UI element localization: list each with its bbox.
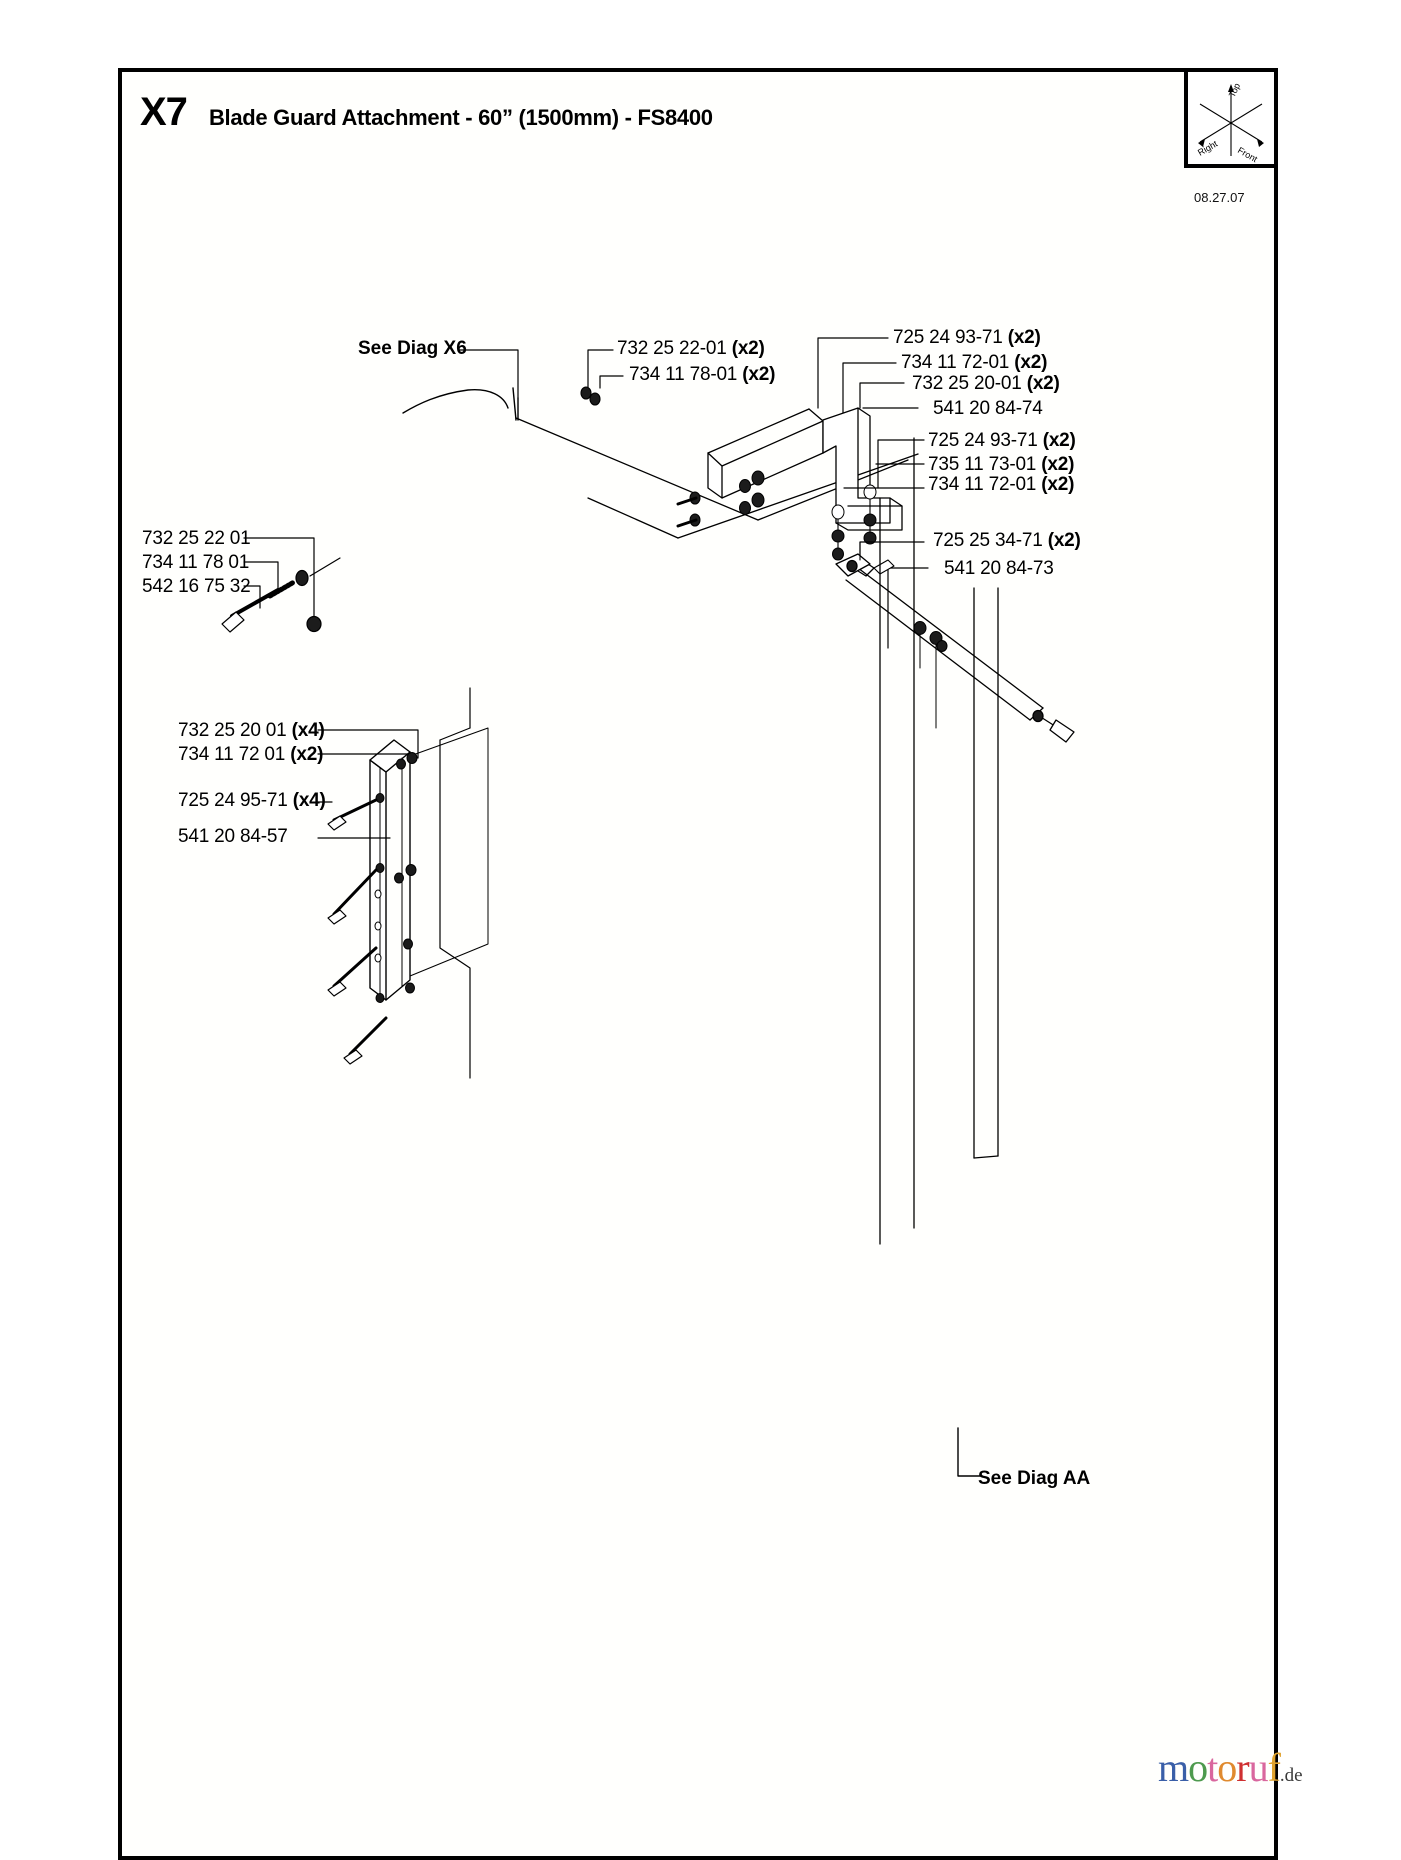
leader-lines-lower-left xyxy=(317,729,419,839)
see-diag-aa-label: See Diag AA xyxy=(978,1468,1091,1489)
callout-725-24-95-71: 725 24 95-71 (x4) xyxy=(178,790,326,812)
callout-541-20-84-57: 541 20 84-57 xyxy=(178,826,288,848)
part-qty: (x2) xyxy=(731,338,765,359)
part-number: 734 11 72-01 xyxy=(928,474,1037,495)
exploded-parts-diagram xyxy=(118,68,1278,1860)
leader-lines-top-center xyxy=(457,349,624,399)
callout-541-20-84-74: 541 20 84-74 xyxy=(933,398,1043,420)
upper-bracket-assembly xyxy=(707,407,903,531)
part-number: 732 25 22 01 xyxy=(142,528,251,549)
part-number: 542 16 75 32 xyxy=(142,576,251,597)
part-qty: (x2) xyxy=(742,364,776,385)
callout-542-16-75-32: 542 16 75 32 xyxy=(142,576,251,598)
callout-734-11-72-01-a: 734 11 72-01 (x2) xyxy=(901,352,1047,374)
part-number: 725 25 34-71 xyxy=(933,530,1043,551)
callout-725-24-93-71-a: 725 24 93-71 (x2) xyxy=(893,327,1041,349)
orientation-compass-box: Top Right Front xyxy=(1184,68,1278,168)
part-qty: (x2) xyxy=(1041,474,1075,495)
part-qty: (x4) xyxy=(291,720,325,741)
part-number: 725 24 93-71 xyxy=(893,327,1003,348)
part-number: 732 25 20 01 xyxy=(178,720,287,741)
lower-bracket-fasteners xyxy=(374,752,418,1003)
lower-bracket-bolts xyxy=(327,798,388,1065)
part-qty: (x2) xyxy=(1042,430,1076,451)
support-arm-tube xyxy=(835,553,1075,743)
callout-734-11-78-01-left: 734 11 78 01 xyxy=(142,552,249,574)
callout-541-20-84-73: 541 20 84-73 xyxy=(944,558,1054,580)
guard-curve-fragment xyxy=(402,387,519,421)
page-title: Blade Guard Attachment - 60” (1500mm) - … xyxy=(208,105,713,130)
callout-734-11-72-01-lower: 734 11 72 01 (x2) xyxy=(178,744,323,766)
guard-rail-lines xyxy=(439,687,471,1079)
watermark-letter-u: u xyxy=(1248,1745,1269,1790)
part-qty: (x2) xyxy=(1026,373,1060,394)
orientation-compass-icon: Top Right Front xyxy=(1196,81,1264,164)
part-qty: (x2) xyxy=(1014,352,1048,373)
leader-line-see-diag-aa xyxy=(957,1427,981,1477)
arm-mid-fasteners xyxy=(913,621,948,729)
part-qty: (x2) xyxy=(1041,454,1075,475)
callout-725-25-34-71: 725 25 34-71 (x2) xyxy=(933,530,1081,552)
watermark-letter-t: t xyxy=(1207,1745,1218,1790)
part-number: 541 20 84-73 xyxy=(944,558,1054,579)
vertical-guard-plates xyxy=(879,437,999,1245)
part-number: 732 25 20-01 xyxy=(912,373,1022,394)
section-code: X7 xyxy=(140,90,188,134)
part-number: 734 11 72 01 xyxy=(178,744,286,765)
part-number: 734 11 78 01 xyxy=(142,552,250,573)
callout-732-25-22-01: 732 25 22-01 (x2) xyxy=(617,338,765,360)
callout-725-24-93-71-b: 725 24 93-71 (x2) xyxy=(928,430,1076,452)
left-bolt-assembly xyxy=(221,537,341,633)
part-number: 735 11 73-01 xyxy=(928,454,1037,475)
part-qty: (x2) xyxy=(1007,327,1041,348)
callout-734-11-72-01-b: 734 11 72-01 (x2) xyxy=(928,474,1074,496)
callout-732-25-20-01: 732 25 20-01 (x2) xyxy=(912,373,1060,395)
callout-735-11-73-01: 735 11 73-01 (x2) xyxy=(928,454,1074,476)
part-number: 725 24 95-71 xyxy=(178,790,288,811)
upper-bracket-fasteners xyxy=(676,470,877,561)
callout-732-25-20-01-lower: 732 25 20 01 (x4) xyxy=(178,720,325,742)
watermark-suffix: .de xyxy=(1279,1765,1303,1786)
callout-732-25-22-01-left: 732 25 22 01 xyxy=(142,528,251,550)
part-number: 541 20 84-57 xyxy=(178,826,288,847)
arm-bolt-fastener xyxy=(859,541,895,575)
date-stamp: 08.27.07 xyxy=(1194,190,1245,205)
part-number: 734 11 78-01 xyxy=(629,364,738,385)
motoruf-watermark: motoruf.de xyxy=(1158,1748,1303,1788)
part-qty: (x2) xyxy=(290,744,324,765)
watermark-letter-f: f xyxy=(1267,1745,1281,1790)
part-number: 732 25 22-01 xyxy=(617,338,727,359)
page-header: X7 Blade Guard Attachment - 60” (1500mm)… xyxy=(140,92,713,132)
part-qty: (x2) xyxy=(1047,530,1081,551)
part-number: 725 24 93-71 xyxy=(928,430,1038,451)
watermark-letter-o2: o xyxy=(1217,1745,1237,1790)
part-number: 734 11 72-01 xyxy=(901,352,1010,373)
fastener-top-center xyxy=(580,386,601,406)
callout-734-11-78-01: 734 11 78-01 (x2) xyxy=(629,364,775,386)
watermark-letter-m: m xyxy=(1158,1745,1189,1790)
watermark-letter-o1: o xyxy=(1188,1745,1208,1790)
lower-guard-bracket xyxy=(369,727,489,1001)
page-border xyxy=(118,68,1278,1860)
part-number: 541 20 84-74 xyxy=(933,398,1043,419)
part-qty: (x4) xyxy=(292,790,326,811)
see-diag-x6-label: See Diag X6 xyxy=(358,338,467,359)
watermark-letter-r: r xyxy=(1236,1745,1249,1790)
